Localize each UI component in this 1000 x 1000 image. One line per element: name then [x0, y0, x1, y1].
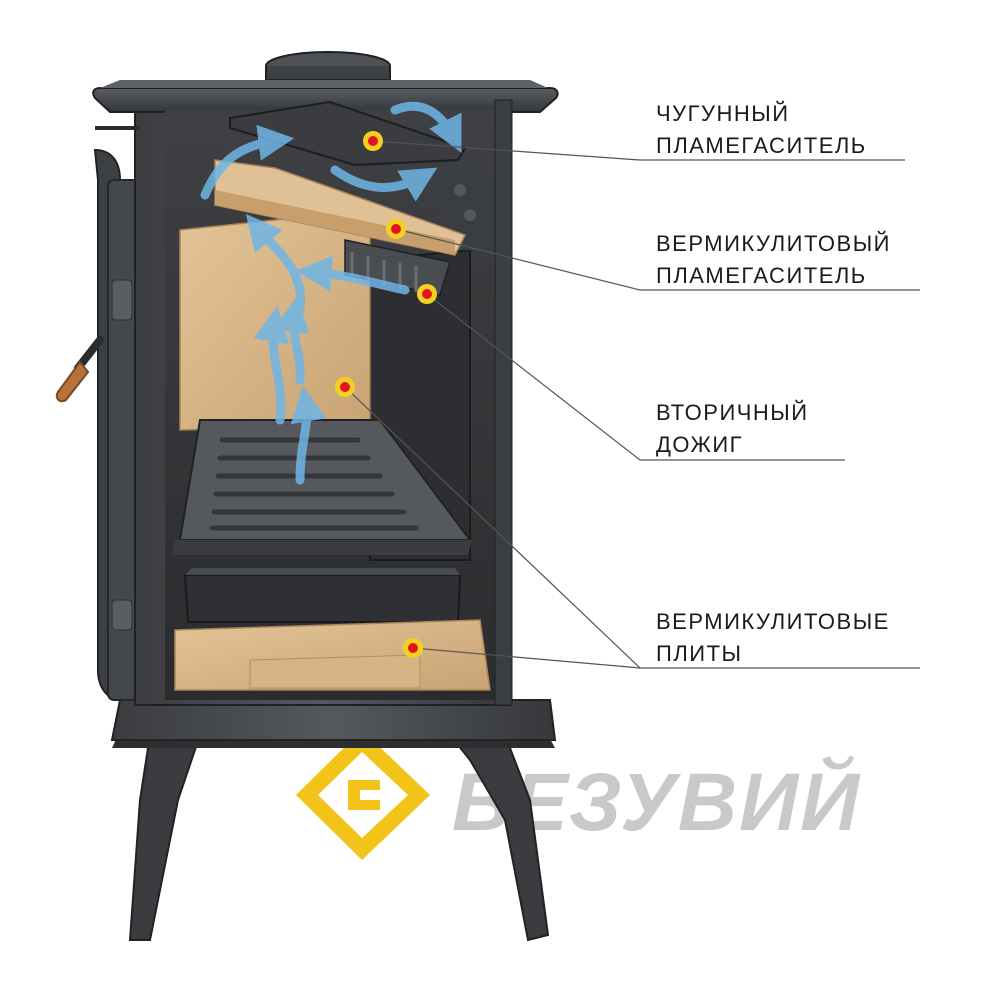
marker-dot [363, 131, 383, 151]
vermiculite-bottom-plates [174, 619, 491, 691]
brand-emblem-icon [296, 730, 430, 860]
ash-pan [183, 568, 462, 623]
callout-line: ПЛИТЫ [656, 641, 743, 666]
stove-top [92, 51, 559, 130]
callout-line: ЧУГУННЫЙ [656, 101, 790, 126]
marker-dot [417, 284, 437, 304]
marker-dot [403, 638, 423, 658]
callout-line: ВЕРМИКУЛИТОВЫЙ [656, 231, 891, 256]
stove-side-door [93, 148, 141, 702]
callout-cast-iron-damper: ЧУГУННЫЙ ПЛАМЕГАСИТЕЛЬ [656, 98, 956, 162]
stove-right-edge [494, 99, 513, 706]
airflow-arrows [200, 101, 462, 485]
leader-line-secondary-burn [426, 293, 845, 461]
callout-line: ВТОРИЧНЫЙ [656, 400, 809, 425]
callout-secondary-burn: ВТОРИЧНЫЙ ДОЖИГ [656, 397, 956, 461]
marker-dot [386, 219, 406, 239]
callout-vermiculite-plates: ВЕРМИКУЛИТОВЫЕ ПЛИТЫ [656, 606, 956, 670]
door-handle [55, 336, 104, 403]
leader-lines [344, 140, 920, 669]
callout-line: ПЛАМЕГАСИТЕЛЬ [656, 263, 867, 288]
fire-grate [172, 419, 472, 555]
callout-line: ПЛАМЕГАСИТЕЛЬ [656, 133, 867, 158]
leader-line-cast-iron [372, 140, 905, 161]
brand-logo: ВЕЗУВИЙ [296, 730, 859, 860]
callout-line: ДОЖИГ [656, 432, 744, 457]
marker-dot [335, 377, 355, 397]
callout-vermiculite-damper: ВЕРМИКУЛИТОВЫЙ ПЛАМЕГАСИТЕЛЬ [656, 228, 956, 292]
leader-line-vermiculite-damper [395, 228, 920, 291]
callout-line: ВЕРМИКУЛИТОВЫЕ [656, 609, 890, 634]
callout-markers [335, 131, 437, 658]
cast-iron-damper-plate [229, 100, 467, 167]
